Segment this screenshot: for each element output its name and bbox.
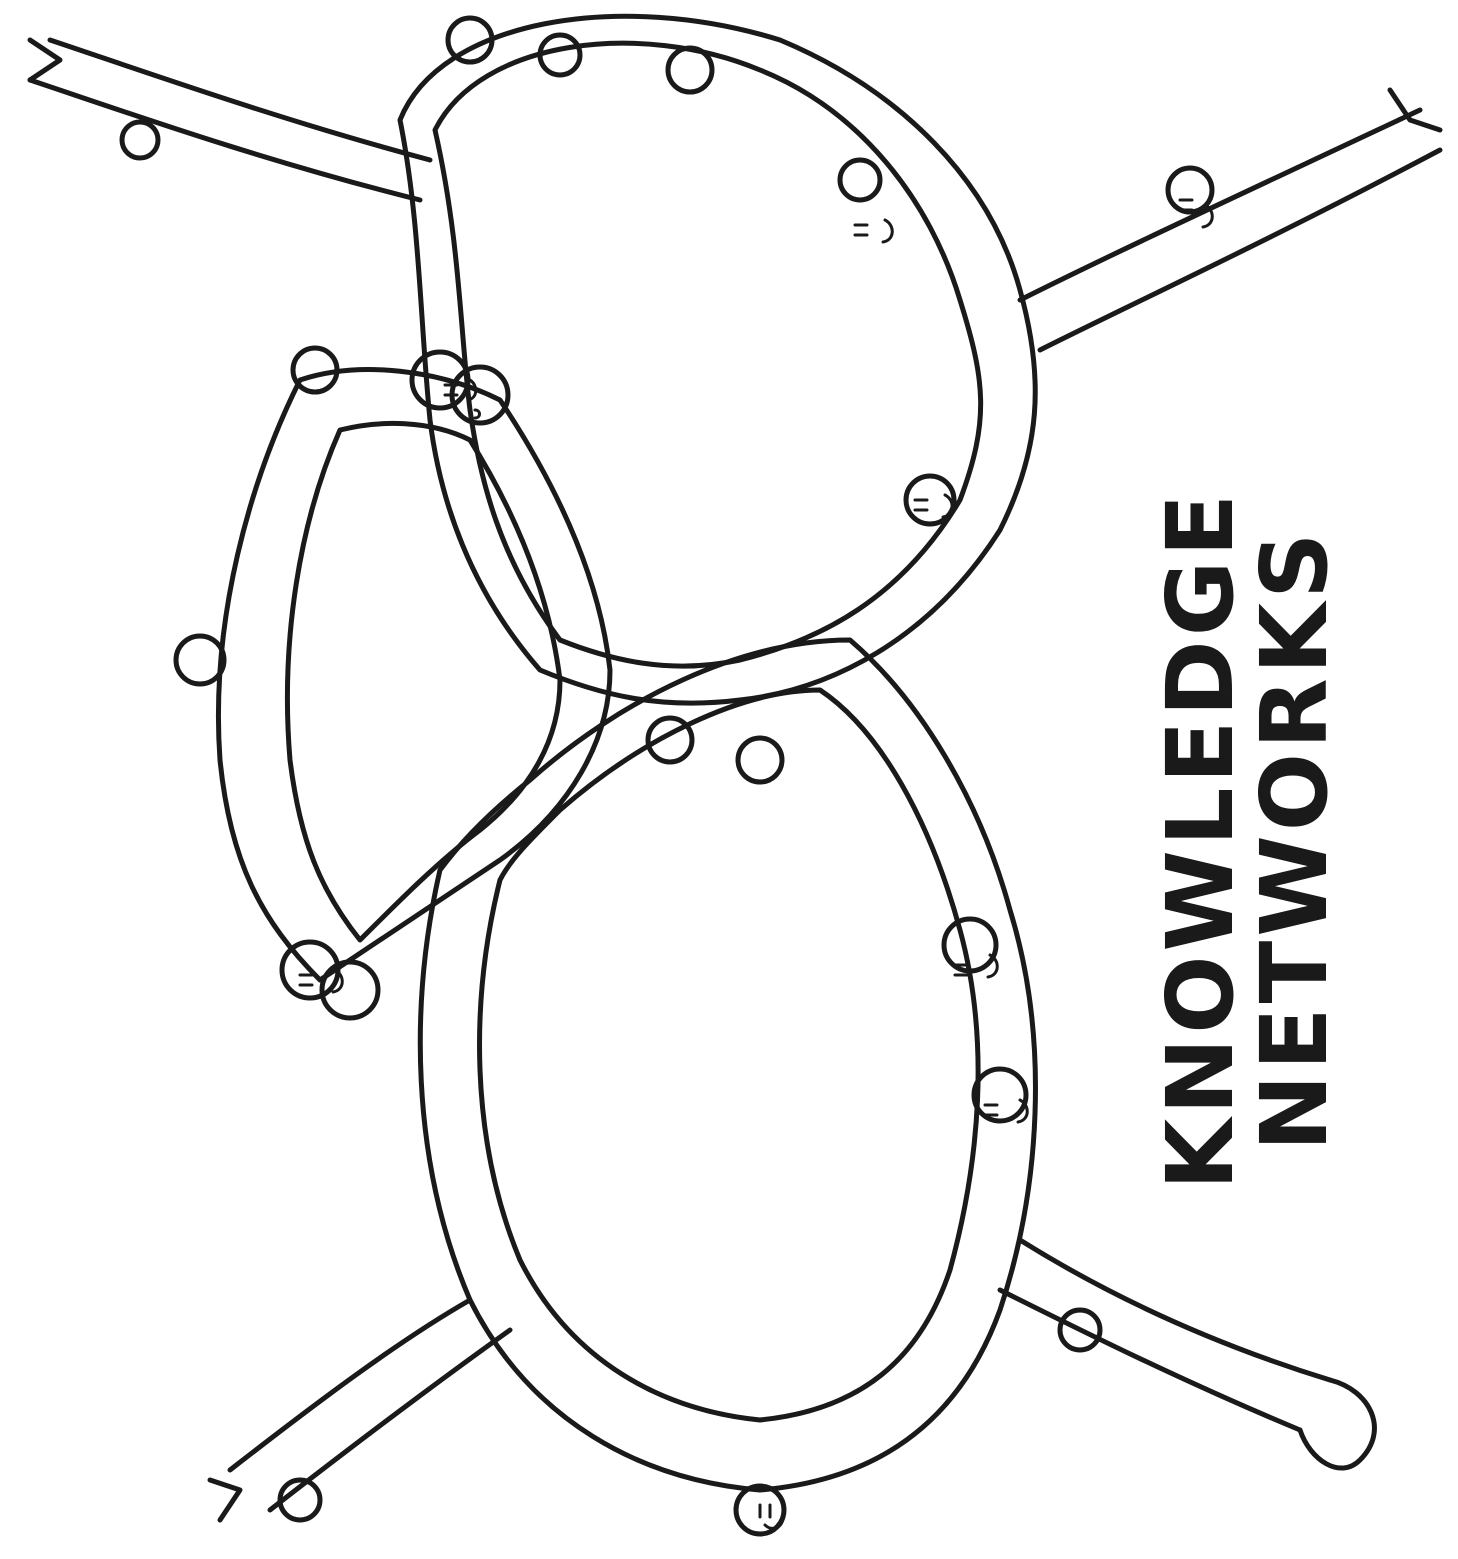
arm-bottom-left: [210, 1300, 510, 1520]
arm-top-left: [30, 40, 430, 200]
arm-bottom-right: [1000, 1240, 1374, 1468]
loop-bottom: [420, 640, 1035, 1490]
page-title: KNOWLEDGE NETWORKS: [1153, 490, 1343, 1190]
arm-top-right: [1020, 90, 1440, 350]
loop-top: [400, 16, 1035, 703]
title-line-2: NETWORKS: [1247, 490, 1343, 1190]
person-blobs: [122, 18, 1212, 1534]
title-line-1: KNOWLEDGE: [1153, 490, 1249, 1190]
